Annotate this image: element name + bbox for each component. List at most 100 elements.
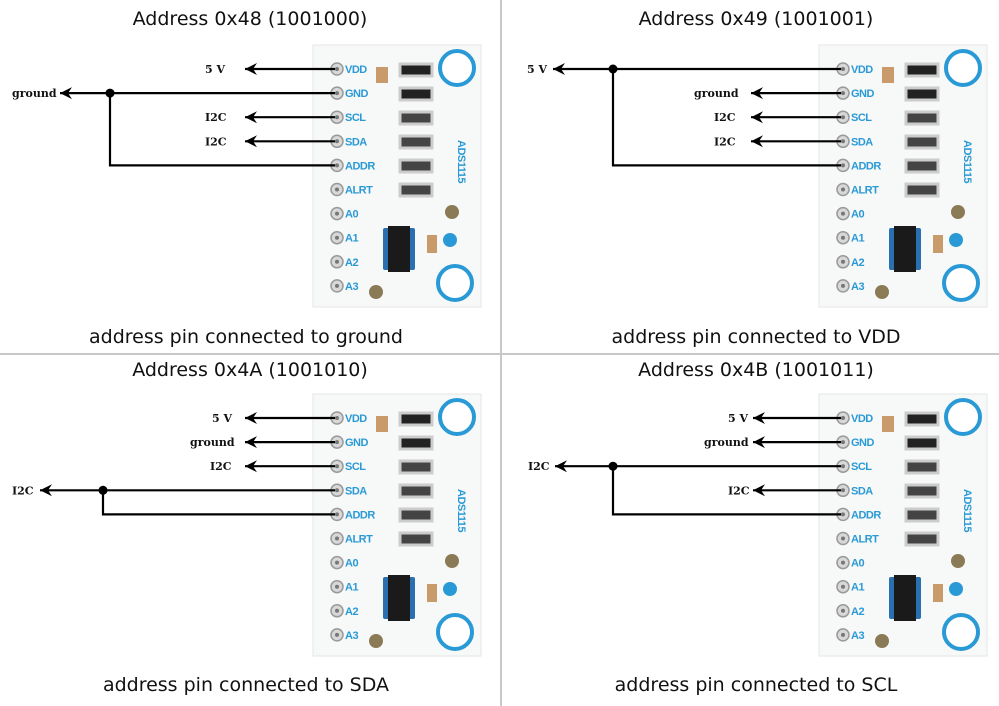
mounting-hole bbox=[436, 613, 474, 651]
smd-resistor bbox=[904, 182, 940, 198]
pin-label-addr: ADDR bbox=[851, 509, 881, 521]
ic-chip bbox=[388, 575, 410, 621]
mounting-hole bbox=[438, 398, 476, 436]
smd-capacitor bbox=[427, 584, 437, 602]
smd-capacitor bbox=[933, 235, 943, 253]
pin-hole bbox=[335, 536, 339, 541]
panel-title: Address 0x48 (1001000) bbox=[132, 8, 368, 30]
pin-hole bbox=[841, 488, 845, 493]
pin-label-a3: A3 bbox=[345, 281, 358, 293]
arrow-head-icon bbox=[753, 484, 765, 497]
smd-resistor bbox=[398, 182, 434, 198]
arrow-head-icon bbox=[753, 412, 765, 424]
smd-resistor bbox=[398, 507, 434, 523]
wire-addr bbox=[611, 466, 841, 516]
pin-hole bbox=[335, 512, 339, 517]
pin-hole bbox=[841, 608, 845, 613]
wire-label-gnd: ground bbox=[190, 436, 235, 449]
pin-hole bbox=[335, 584, 339, 589]
pin-label-alrt: ALRT bbox=[345, 185, 373, 197]
pin-hole bbox=[841, 67, 845, 71]
wire-label-scl: I2C bbox=[205, 111, 227, 124]
smd-capacitor bbox=[882, 416, 894, 432]
via-pad bbox=[445, 554, 459, 568]
pin-hole bbox=[841, 632, 845, 637]
arrow-head-icon bbox=[751, 111, 763, 124]
smd-resistor bbox=[904, 62, 940, 78]
via-pad bbox=[875, 634, 889, 648]
smd-capacitor bbox=[427, 235, 437, 253]
wire-label-sda: I2C bbox=[205, 135, 227, 148]
pin-hole bbox=[335, 91, 339, 96]
panel-caption: address pin connected to SDA bbox=[102, 674, 390, 696]
wire-addr bbox=[101, 490, 335, 516]
smd-resistor bbox=[904, 507, 940, 523]
smd-resistor bbox=[398, 62, 434, 78]
arrow-head-icon bbox=[245, 460, 257, 473]
smd-capacitor bbox=[376, 416, 388, 432]
pin-hole bbox=[335, 187, 339, 192]
pin-label-gnd: GND bbox=[851, 88, 875, 100]
pin-hole bbox=[335, 560, 339, 565]
pin-hole bbox=[335, 139, 339, 144]
pin-label-a0: A0 bbox=[345, 558, 358, 570]
wire-label-gnd: ground bbox=[12, 87, 57, 100]
pin-hole bbox=[335, 464, 339, 469]
smd-resistor bbox=[398, 411, 434, 427]
chip-label: ADS1115 bbox=[455, 489, 467, 532]
wire-label-sda: I2C bbox=[714, 135, 736, 148]
panel-title: Address 0x4B (1001011) bbox=[638, 359, 874, 381]
junction-dot bbox=[98, 485, 108, 495]
wire-addr bbox=[611, 69, 841, 167]
smd-resistor bbox=[904, 459, 940, 475]
pin-label-a1: A1 bbox=[851, 233, 864, 245]
panel-caption: address pin connected to VDD bbox=[611, 326, 901, 348]
pin-label-alrt: ALRT bbox=[345, 534, 373, 546]
wire-label-scl: I2C bbox=[714, 111, 736, 124]
panel-title: Address 0x4A (1001010) bbox=[132, 359, 368, 381]
pin-hole bbox=[841, 464, 845, 469]
logo-mark bbox=[443, 582, 457, 596]
pin-label-sda: SDA bbox=[851, 485, 873, 497]
pin-label-vdd: VDD bbox=[851, 413, 873, 425]
arrow-head-icon bbox=[751, 135, 763, 148]
mounting-hole bbox=[438, 49, 476, 87]
pin-label-a0: A0 bbox=[345, 209, 358, 221]
chip-label: ADS1115 bbox=[961, 140, 973, 183]
pin-label-gnd: GND bbox=[851, 437, 875, 449]
smd-resistor bbox=[398, 483, 434, 499]
arrow-head-icon bbox=[40, 484, 52, 497]
smd-resistor bbox=[904, 134, 940, 150]
pin-label-sda: SDA bbox=[345, 136, 367, 148]
pin-hole bbox=[841, 259, 845, 264]
pin-label-sda: SDA bbox=[345, 485, 367, 497]
pin-label-a1: A1 bbox=[345, 233, 358, 245]
pin-label-a0: A0 bbox=[851, 558, 864, 570]
junction-dot bbox=[608, 461, 618, 471]
via-pad bbox=[951, 205, 965, 219]
pin-hole bbox=[335, 632, 339, 637]
smd-resistor bbox=[398, 86, 434, 102]
smd-resistor bbox=[398, 158, 434, 174]
pin-label-a3: A3 bbox=[345, 630, 358, 642]
pin-hole bbox=[335, 235, 339, 240]
pin-label-scl: SCL bbox=[851, 112, 872, 124]
mounting-hole bbox=[944, 398, 982, 436]
pin-label-addr: ADDR bbox=[851, 160, 881, 172]
pin-label-a0: A0 bbox=[851, 209, 864, 221]
arrow-head-icon bbox=[753, 436, 765, 449]
via-pad bbox=[369, 285, 383, 299]
pin-label-vdd: VDD bbox=[851, 64, 873, 76]
smd-resistor bbox=[904, 86, 940, 102]
pin-label-scl: SCL bbox=[345, 461, 366, 473]
pin-label-a3: A3 bbox=[851, 630, 864, 642]
pin-hole bbox=[335, 283, 339, 288]
pin-hole bbox=[335, 67, 339, 71]
mounting-hole bbox=[942, 264, 980, 302]
pin-label-gnd: GND bbox=[345, 88, 369, 100]
pin-hole bbox=[841, 416, 845, 420]
wire-label-sda: I2C bbox=[728, 484, 750, 497]
